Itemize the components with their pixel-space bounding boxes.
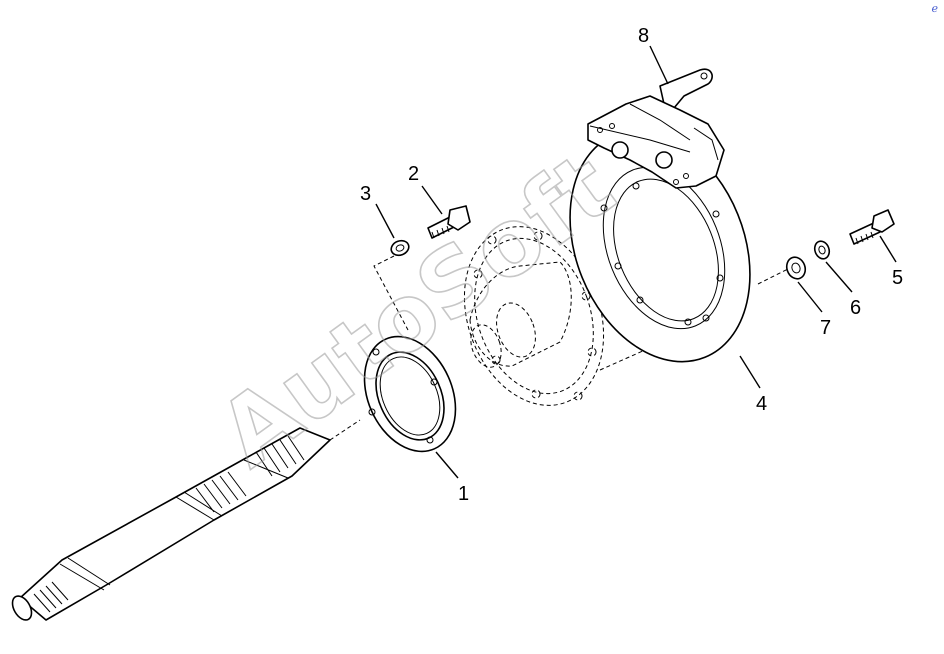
axle-shaft <box>11 427 331 621</box>
callout-labels: 1 2 3 4 5 6 7 8 <box>360 25 903 505</box>
leader-6 <box>825 261 853 293</box>
callout-7: 7 <box>820 317 831 339</box>
leader-7 <box>797 281 823 313</box>
bolt-long <box>849 209 895 245</box>
corner-mark: ℯ <box>931 2 938 15</box>
leader-8 <box>649 45 669 85</box>
leader-3 <box>375 203 395 239</box>
callout-6: 6 <box>850 297 861 319</box>
bolt-short <box>427 205 471 239</box>
leader-5 <box>879 235 897 263</box>
washer-small <box>390 239 410 257</box>
callout-2: 2 <box>408 163 419 185</box>
flat-washer <box>785 256 807 280</box>
bolt-guide-line <box>373 255 409 331</box>
callout-5: 5 <box>892 267 903 289</box>
brake-caliper-lever <box>587 68 725 189</box>
leader-lines <box>375 45 897 479</box>
lock-washer <box>813 240 831 260</box>
callout-8: 8 <box>638 25 649 47</box>
leader-4 <box>739 355 761 389</box>
callout-4: 4 <box>756 393 767 415</box>
callout-1: 1 <box>458 483 469 505</box>
bearing-retainer-plate <box>363 335 457 453</box>
leader-2 <box>421 185 443 215</box>
leader-1 <box>435 451 459 479</box>
callout-3: 3 <box>360 183 371 205</box>
